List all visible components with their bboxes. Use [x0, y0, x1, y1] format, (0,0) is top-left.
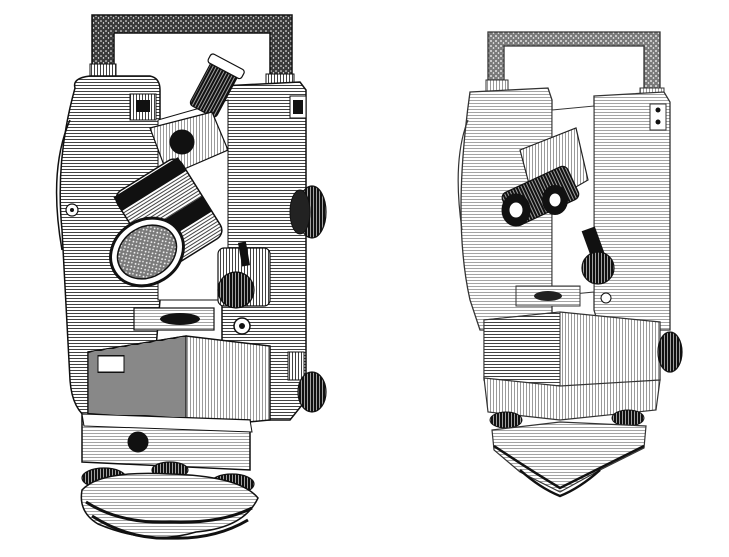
plate-level-icon	[515, 285, 581, 307]
eyepiece-icon	[501, 193, 531, 227]
theodolite-rear-view	[457, 31, 683, 498]
tangent-knob-icon	[657, 331, 683, 373]
objective-lens-icon	[109, 216, 185, 288]
clamp-knob-icon	[217, 241, 271, 335]
tribrach-right	[483, 377, 661, 498]
eyepiece-icon	[542, 185, 568, 215]
screw-icon	[600, 292, 612, 304]
telescope-right	[501, 127, 589, 227]
theodolite-front-view	[55, 14, 327, 540]
clamp-knob-icon	[581, 226, 615, 304]
focus-knob-icon	[289, 185, 327, 239]
tangent-knob-icon	[287, 351, 327, 413]
carrying-handle-right	[485, 31, 665, 101]
telescope-left	[109, 53, 245, 288]
alidade-housing-right	[483, 311, 661, 389]
level-window-icon	[649, 103, 667, 131]
tribrach-left	[80, 413, 259, 540]
plate-level-icon	[133, 307, 215, 331]
alidade-housing-left	[87, 335, 271, 429]
